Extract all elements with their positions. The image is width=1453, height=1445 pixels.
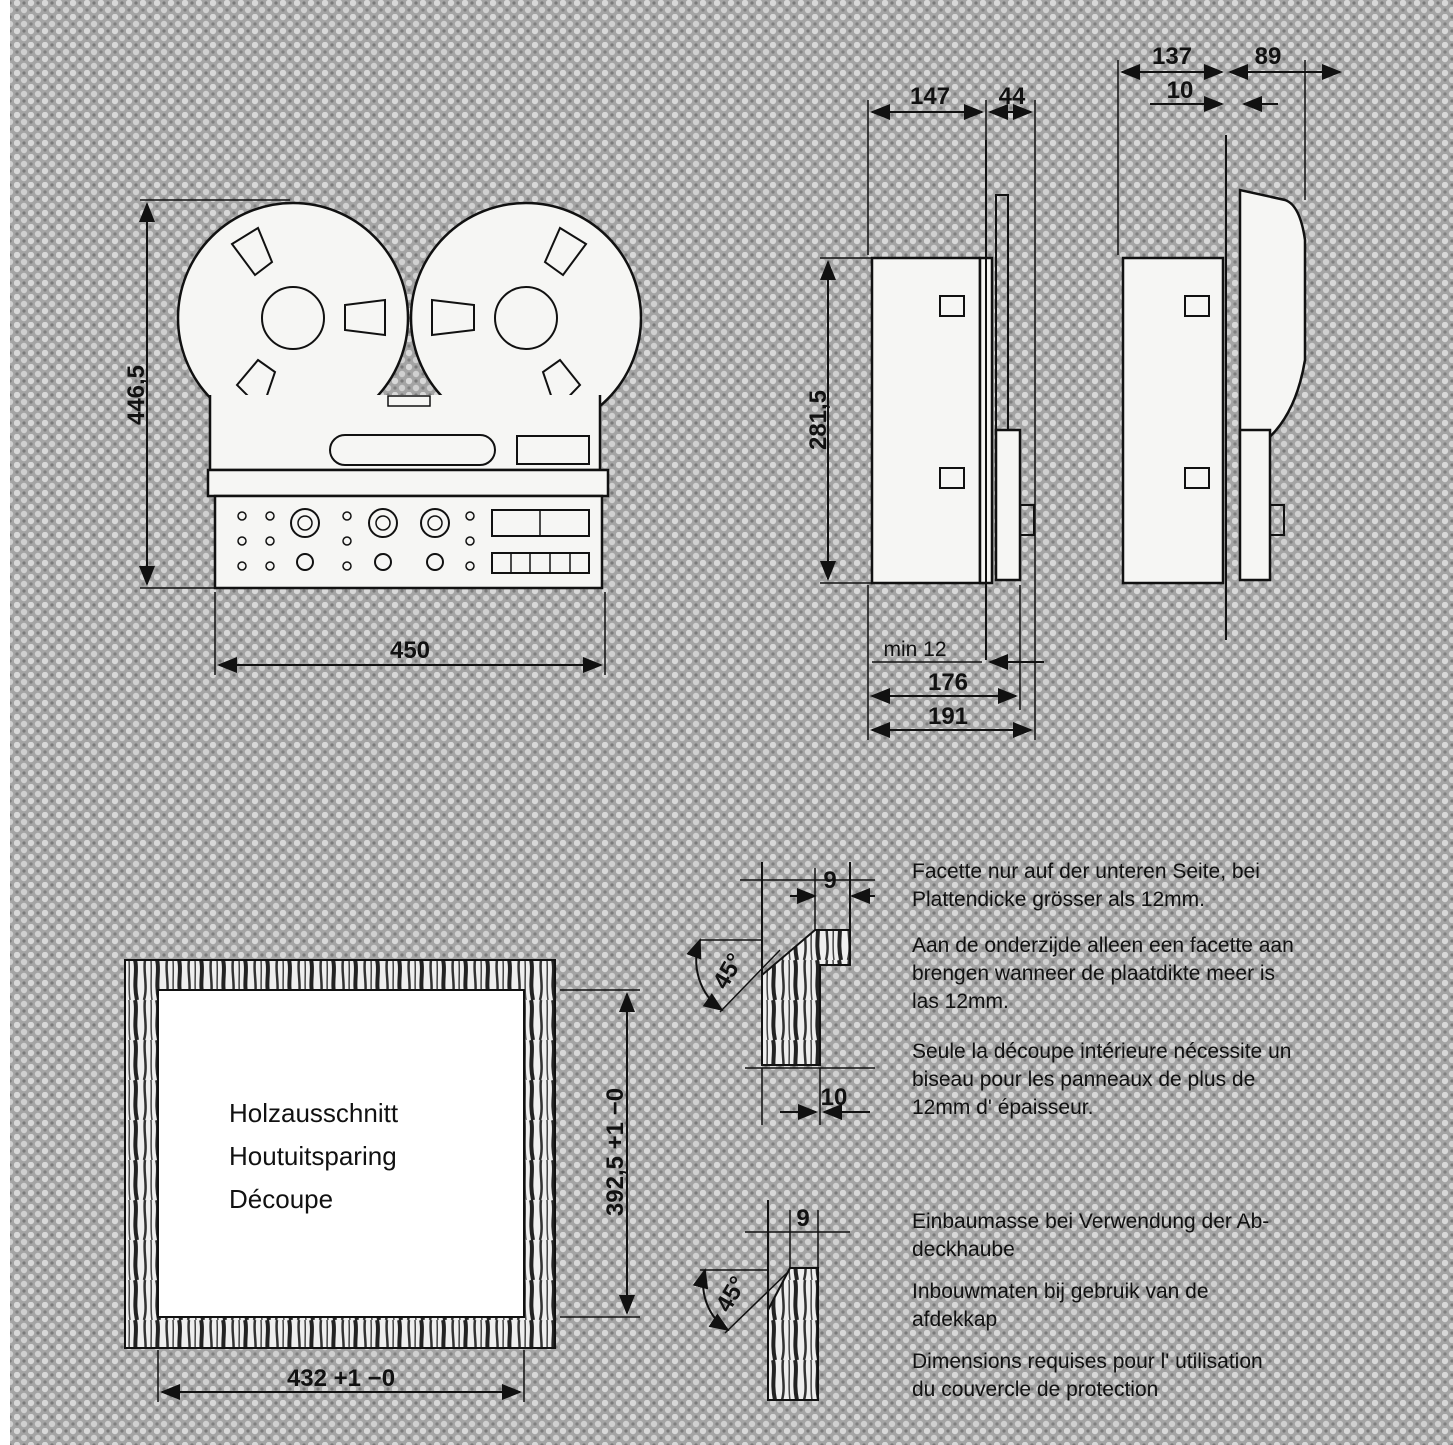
bevel1-top-label: 9 bbox=[823, 867, 836, 894]
side-height-label: 281,5 bbox=[805, 390, 832, 450]
side-top-right-label: 44 bbox=[999, 83, 1026, 110]
cover-note-fr-2: du couvercle de protection bbox=[912, 1378, 1158, 1401]
front-height-label: 446,5 bbox=[123, 365, 150, 425]
side-depth2-label: 191 bbox=[928, 703, 968, 730]
side-depth1-label: 176 bbox=[928, 669, 968, 696]
cutout-height-label: 392,5 +1 −0 bbox=[602, 1088, 629, 1216]
bevel-note-de-2: Plattendicke grösser als 12mm. bbox=[912, 888, 1205, 911]
cutout-label-de: Holzausschnitt bbox=[229, 1098, 399, 1128]
cutout-view: Holzausschnitt Houtuitsparing Découpe 39… bbox=[124, 959, 640, 1402]
side-view: 147 44 281,5 min 12 176 191 bbox=[805, 83, 1044, 740]
bevel-note-nl-1: Aan de onderzijde alleen een facette aan bbox=[912, 934, 1294, 957]
control-knobs bbox=[237, 508, 590, 574]
cover-top-left-label: 137 bbox=[1152, 43, 1192, 70]
cover-inner-label: 10 bbox=[1167, 77, 1194, 104]
cutout-label-nl: Houtuitsparing bbox=[229, 1141, 397, 1171]
cover-side-view: 137 89 10 bbox=[1117, 43, 1342, 640]
side-top-left-label: 147 bbox=[910, 83, 950, 110]
side-min-label: min 12 bbox=[883, 638, 946, 661]
bevel-note-nl-2: brengen wanneer de plaatdikte meer is bbox=[912, 962, 1275, 985]
cutout-opening bbox=[157, 989, 525, 1318]
bevel1-bottom-label: 10 bbox=[821, 1084, 848, 1111]
front-width-label: 450 bbox=[390, 637, 430, 664]
front-view: 446,5 450 bbox=[123, 199, 643, 675]
cover-top-right-label: 89 bbox=[1255, 43, 1282, 70]
right-reel bbox=[409, 201, 643, 435]
cover-note-de-1: Einbaumasse bei Verwendung der Ab- bbox=[912, 1210, 1269, 1233]
bevel-note-de-1: Facette nur auf der unteren Seite, bei bbox=[912, 860, 1260, 883]
bevel-note-fr-1: Seule la découpe intérieure nécessite un bbox=[912, 1040, 1291, 1063]
bevel-note-nl-3: las 12mm. bbox=[912, 990, 1009, 1013]
cover-note-de-2: deckhaube bbox=[912, 1238, 1015, 1261]
cover-note-nl-1: Inbouwmaten bij gebruik van de bbox=[912, 1280, 1209, 1303]
bevel2-top-label: 9 bbox=[796, 1205, 809, 1232]
cover-note: Einbaumasse bei Verwendung der Ab- deckh… bbox=[912, 1210, 1269, 1401]
cutout-width-label: 432 +1 −0 bbox=[287, 1365, 395, 1392]
bevel-note-fr-2: biseau pour les panneaux de plus de bbox=[912, 1068, 1255, 1091]
bevel-note-fr-3: 12mm d' épaisseur. bbox=[912, 1096, 1093, 1119]
cover-note-nl-2: afdekkap bbox=[912, 1308, 997, 1331]
cover-note-fr-1: Dimensions requises pour l' utilisation bbox=[912, 1350, 1263, 1373]
cutout-label-fr: Découpe bbox=[229, 1184, 333, 1214]
bevel-note: Facette nur auf der unteren Seite, bei P… bbox=[912, 860, 1294, 1119]
